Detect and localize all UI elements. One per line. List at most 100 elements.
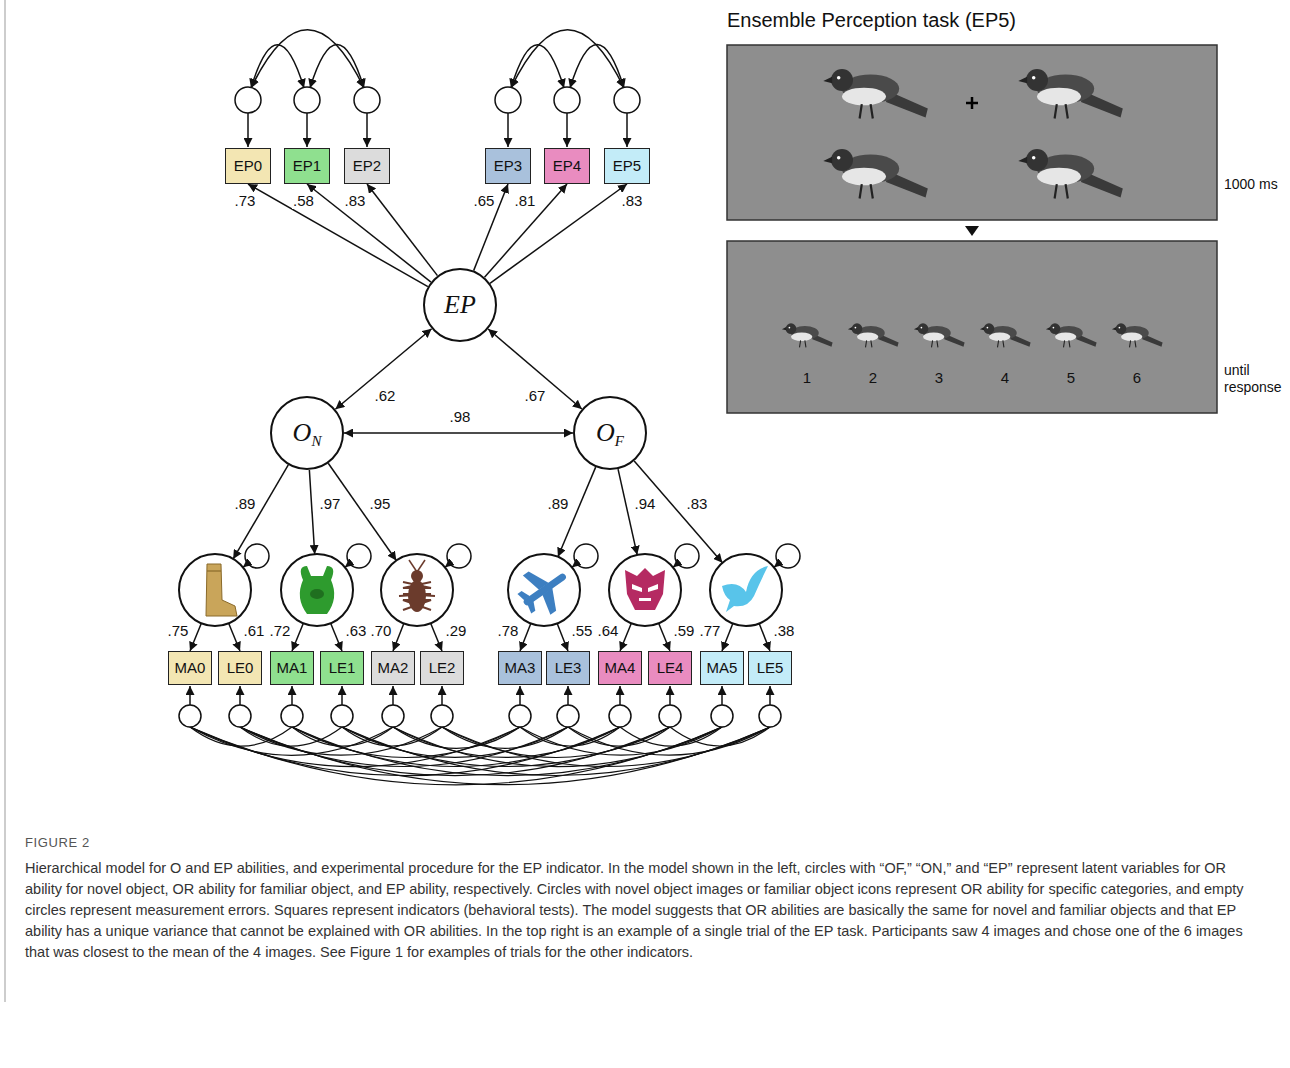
boot-icon <box>206 564 237 616</box>
boot-detail <box>207 570 221 571</box>
error-arrow <box>189 686 191 705</box>
bird-image <box>1112 323 1163 347</box>
loading-value: .89 <box>234 495 257 512</box>
loading-value: .67 <box>524 387 547 404</box>
error-circle <box>281 705 303 727</box>
loading-arrow <box>229 623 240 651</box>
covariance-arc <box>240 727 442 755</box>
indicator-name: LE1 <box>329 659 356 677</box>
loading-arrow <box>393 624 404 652</box>
indicator-name: MA2 <box>378 659 409 677</box>
indicator-name: MA0 <box>175 659 206 677</box>
choice-number: 6 <box>1133 369 1141 386</box>
indicator-name: EP3 <box>494 157 522 175</box>
airplane-group <box>511 555 579 623</box>
loading-value: .78 <box>497 622 520 639</box>
indicator-name: EP2 <box>353 157 381 175</box>
loading-value: .89 <box>547 495 570 512</box>
loading-value: .94 <box>634 495 657 512</box>
error-arrow <box>567 686 569 705</box>
loading-value: .72 <box>269 622 292 639</box>
error-arrow <box>626 113 628 147</box>
loading-value: .97 <box>319 495 342 512</box>
error-circle <box>495 87 521 113</box>
loading-arrow <box>190 623 201 651</box>
insect-head <box>411 570 423 582</box>
loading-arrow <box>328 463 396 560</box>
covariance-arc <box>342 727 442 746</box>
covariance-arc <box>190 727 722 785</box>
novel-object-icon <box>300 566 334 614</box>
airplane-wing <box>538 588 564 615</box>
error-arrow <box>519 686 521 705</box>
loading-arrow <box>557 624 568 652</box>
latent-subscript: N <box>311 433 321 449</box>
category-circle <box>508 554 580 626</box>
error-circle <box>574 544 598 568</box>
covariance-arc <box>442 727 770 767</box>
loading-value: .59 <box>673 622 696 639</box>
insect-body <box>408 580 426 612</box>
covariance-arc <box>520 727 620 746</box>
sequence-arrow <box>965 226 979 236</box>
error-arrow <box>769 686 771 705</box>
indicator-box: LE4 <box>648 651 692 685</box>
insect-icon <box>399 560 435 612</box>
error-circle <box>347 544 371 568</box>
covariance-arc <box>570 45 624 89</box>
loading-value: .58 <box>292 192 315 209</box>
loading-arrow <box>558 467 596 557</box>
loading-value: .38 <box>773 622 796 639</box>
path-connector <box>335 329 431 410</box>
dove-icon <box>722 566 768 612</box>
airplane-wing <box>523 566 549 593</box>
indicator-name: EP4 <box>553 157 581 175</box>
indicator-name: EP5 <box>613 157 641 175</box>
error-circle <box>354 87 380 113</box>
covariance-arc <box>393 727 722 767</box>
indicator-name: EP0 <box>234 157 262 175</box>
latent-name: EP <box>444 291 476 319</box>
error-arrow <box>247 113 249 147</box>
choice-number: 4 <box>1001 369 1009 386</box>
loading-value: .77 <box>699 622 722 639</box>
indicator-box: LE0 <box>218 651 262 685</box>
circle-outline <box>271 397 343 469</box>
indicator-box: MA2 <box>371 651 415 685</box>
circle-outline <box>574 397 646 469</box>
covariance-arc <box>442 727 568 748</box>
figure-caption: Hierarchical model for O and EP abilitie… <box>25 858 1265 963</box>
indicator-box: MA4 <box>598 651 642 685</box>
indicator-box: LE5 <box>748 651 792 685</box>
loading-value: .83 <box>344 192 367 209</box>
covariance-arc <box>292 727 722 776</box>
loading-arrow <box>620 623 631 651</box>
indicator-name: MA5 <box>707 659 738 677</box>
error-arrow <box>341 686 343 705</box>
error-circle <box>331 705 353 727</box>
bird-image <box>980 323 1031 347</box>
path-connector <box>307 184 431 282</box>
loading-value: .55 <box>571 622 594 639</box>
category-circle <box>710 554 782 626</box>
robot-logo-icon <box>625 568 665 610</box>
latent-name: O <box>596 419 615 447</box>
indicator-box: MA1 <box>270 651 314 685</box>
loading-value: .70 <box>370 622 393 639</box>
path-connector <box>490 184 627 283</box>
covariance-arc <box>520 727 722 755</box>
category-circle <box>281 554 353 626</box>
covariance-arc <box>568 727 670 746</box>
covariance-arc <box>251 30 364 88</box>
indicator-name: LE4 <box>657 659 684 677</box>
covariance-arc <box>310 45 364 89</box>
error-circle <box>179 705 201 727</box>
robot-logo-mouth <box>639 598 651 601</box>
loading-arrow <box>659 623 670 651</box>
latent-circle: OF <box>573 396 647 470</box>
latent-circle: ON <box>270 396 344 470</box>
error-circle <box>759 705 781 727</box>
choice-number: 3 <box>935 369 943 386</box>
error-arrow <box>392 686 394 705</box>
loading-arrow <box>331 623 342 651</box>
